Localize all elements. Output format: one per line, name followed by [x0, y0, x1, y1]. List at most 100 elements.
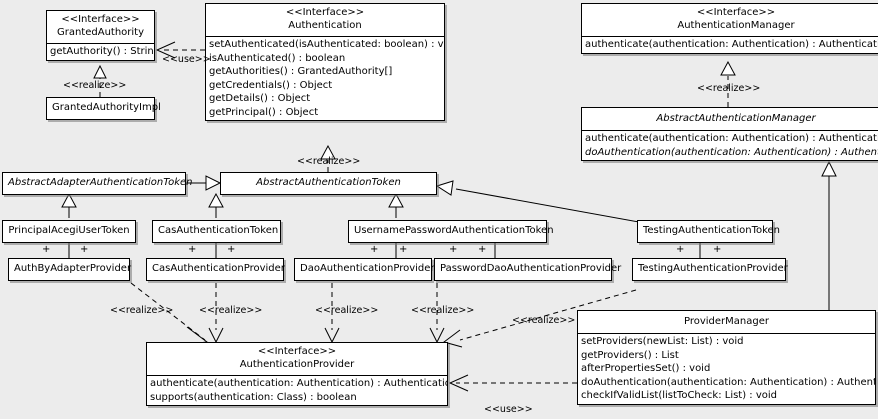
operation: doAuthentication(authentication: Authent… [585, 146, 878, 158]
class-header: <<Interface>> Authentication [206, 4, 444, 36]
class-name: ProviderManager [683, 316, 769, 327]
class-header: PasswordDaoAuthenticationProvider [435, 259, 622, 280]
association-end-plus: + [713, 244, 722, 255]
class-header: TestingAuthenticationToken [638, 221, 781, 242]
class-name: GrantedAuthorityImpl [52, 102, 161, 113]
operations-compartment: getAuthority() : String [47, 43, 154, 60]
association-end-plus: + [399, 244, 408, 255]
class-authentication[interactable]: <<Interface>> Authentication setAuthenti… [205, 3, 445, 121]
class-name: TestingAuthenticationProvider [638, 263, 788, 274]
class-abstract-authentication-manager[interactable]: AbstractAuthenticationManager authentica… [581, 107, 878, 161]
class-name: AbstractAuthenticationManager [656, 113, 816, 124]
class-header: DaoAuthenticationProvider [295, 259, 435, 280]
class-name: AuthenticationManager [677, 20, 795, 31]
class-header: GrantedAuthorityImpl [47, 98, 161, 119]
association-end-plus: + [676, 244, 685, 255]
class-password-dao-authentication-provider[interactable]: PasswordDaoAuthenticationProvider [434, 258, 622, 281]
class-authentication-provider[interactable]: <<Interface>> AuthenticationProvider aut… [146, 342, 448, 406]
class-granted-authority-impl[interactable]: GrantedAuthorityImpl [46, 97, 161, 120]
class-header: AbstractAdapterAuthenticationToken [3, 173, 193, 194]
operation: isAuthenticated() : boolean [209, 52, 346, 64]
class-header: <<Interface>> AuthenticationManager [582, 4, 878, 36]
class-testing-authentication-token[interactable]: TestingAuthenticationToken [637, 220, 781, 243]
relationship-label-use-provider-manager: <<use>> [484, 404, 533, 415]
operation: supports(authentication: Class) : boolea… [150, 391, 357, 403]
operation: authenticate(authentication: Authenticat… [150, 378, 447, 389]
class-principal-acegi-user-token[interactable]: PrincipalAcegiUserToken [2, 220, 136, 243]
association-end-plus: + [370, 244, 379, 255]
class-cas-authentication-provider[interactable]: CasAuthenticationProvider [146, 258, 285, 281]
class-name: CasAuthenticationToken [158, 225, 279, 236]
operation: afterPropertiesSet() : void [581, 363, 711, 374]
operations-compartment: authenticate(authentication: Authenticat… [582, 130, 878, 160]
class-name: AbstractAuthenticationToken [256, 177, 401, 188]
class-name: Authentication [288, 20, 362, 31]
operations-compartment: authenticate(authentication: Authenticat… [147, 375, 447, 405]
operation: getAuthorities() : GrantedAuthority[] [209, 66, 393, 77]
relationship-label-use-authentication-granted-authority: <<use>> [162, 54, 211, 65]
class-header: <<Interface>> AuthenticationProvider [147, 343, 447, 375]
class-name: PasswordDaoAuthenticationProvider [440, 263, 622, 274]
association-end-plus: + [42, 244, 51, 255]
class-header: ProviderManager [578, 311, 875, 333]
class-header: AbstractAuthenticationToken [221, 173, 436, 194]
stereotype-label: <<Interface>> [696, 7, 776, 18]
relationship-label-realize-auth-by-adapter-provider: <<realize>> [110, 305, 174, 316]
class-name: TestingAuthenticationToken [643, 225, 781, 236]
stereotype-label: <<Interface>> [61, 14, 140, 25]
class-header: CasAuthenticationProvider [147, 259, 285, 280]
relationship-label-realize-testing-authentication-provider: <<realize>> [512, 315, 576, 326]
operation: getAuthority() : String [50, 46, 154, 57]
operation: checkIfValidList(listToCheck: List) : vo… [581, 390, 778, 401]
association-end-plus: + [80, 244, 89, 255]
class-header: UsernamePasswordAuthenticationToken [349, 221, 554, 242]
class-name: GrantedAuthority [56, 27, 145, 38]
relationship-label-realize-password-dao-authentication-provider: <<realize>> [411, 305, 475, 316]
association-end-plus: + [478, 244, 487, 255]
class-cas-authentication-token[interactable]: CasAuthenticationToken [152, 220, 281, 243]
association-end-plus: + [449, 244, 458, 255]
class-name: AuthByAdapterProvider [14, 263, 132, 274]
operation: setAuthenticated(isAuthenticated: boolea… [209, 39, 444, 50]
class-auth-by-adapter-provider[interactable]: AuthByAdapterProvider [8, 258, 132, 281]
class-header: TestingAuthenticationProvider [633, 259, 788, 280]
operation: getProviders() : List [581, 349, 679, 361]
class-header: <<Interface>> GrantedAuthority [47, 11, 154, 43]
class-username-password-authentication-token[interactable]: UsernamePasswordAuthenticationToken [348, 220, 554, 243]
class-provider-manager[interactable]: ProviderManager setProviders(newList: Li… [577, 310, 876, 405]
operation: setProviders(newList: List) : void [581, 336, 744, 347]
relationship-label-realize-abstract-authentication-manager: <<realize>> [697, 83, 761, 94]
class-dao-authentication-provider[interactable]: DaoAuthenticationProvider [294, 258, 435, 281]
stereotype-label: <<Interface>> [285, 7, 365, 18]
class-abstract-authentication-token[interactable]: AbstractAuthenticationToken [220, 172, 437, 195]
class-authentication-manager[interactable]: <<Interface>> AuthenticationManager auth… [581, 3, 878, 54]
operation: getPrincipal() : Object [209, 106, 319, 118]
relationship-label-realize-cas-authentication-provider: <<realize>> [199, 305, 263, 316]
operation: doAuthentication(authentication: Authent… [581, 376, 875, 388]
operation: authenticate(authentication: Authenticat… [585, 39, 878, 50]
class-name: CasAuthenticationProvider [152, 263, 285, 274]
class-name: UsernamePasswordAuthenticationToken [354, 225, 554, 236]
stereotype-label: <<Interface>> [257, 346, 337, 357]
relationship-label-realize-abstract-authentication-token: <<realize>> [297, 156, 361, 167]
class-granted-authority[interactable]: <<Interface>> GrantedAuthority getAuthor… [46, 10, 155, 61]
association-end-plus: + [227, 244, 236, 255]
class-name: DaoAuthenticationProvider [300, 263, 435, 274]
class-abstract-adapter-authentication-token[interactable]: AbstractAdapterAuthenticationToken [2, 172, 193, 195]
class-header: CasAuthenticationToken [153, 221, 280, 242]
class-header: AbstractAuthenticationManager [582, 108, 878, 130]
class-name: AuthenticationProvider [239, 359, 355, 370]
relationship-label-realize-dao-authentication-provider: <<realize>> [315, 305, 379, 316]
class-name: PrincipalAcegiUserToken [8, 225, 130, 236]
relationship-label-realize-granted-authority-impl: <<realize>> [63, 80, 127, 91]
operations-compartment: setAuthenticated(isAuthenticated: boolea… [206, 36, 444, 120]
class-name: AbstractAdapterAuthenticationToken [8, 177, 193, 188]
operation: getCredentials() : Object [209, 79, 333, 91]
class-header: PrincipalAcegiUserToken [3, 221, 135, 242]
association-end-plus: + [188, 244, 197, 255]
operation: authenticate(authentication: Authenticat… [585, 133, 878, 144]
class-testing-authentication-provider[interactable]: TestingAuthenticationProvider [632, 258, 788, 281]
class-header: AuthByAdapterProvider [9, 259, 132, 280]
operations-compartment: setProviders(newList: List) : void getPr… [578, 333, 875, 404]
